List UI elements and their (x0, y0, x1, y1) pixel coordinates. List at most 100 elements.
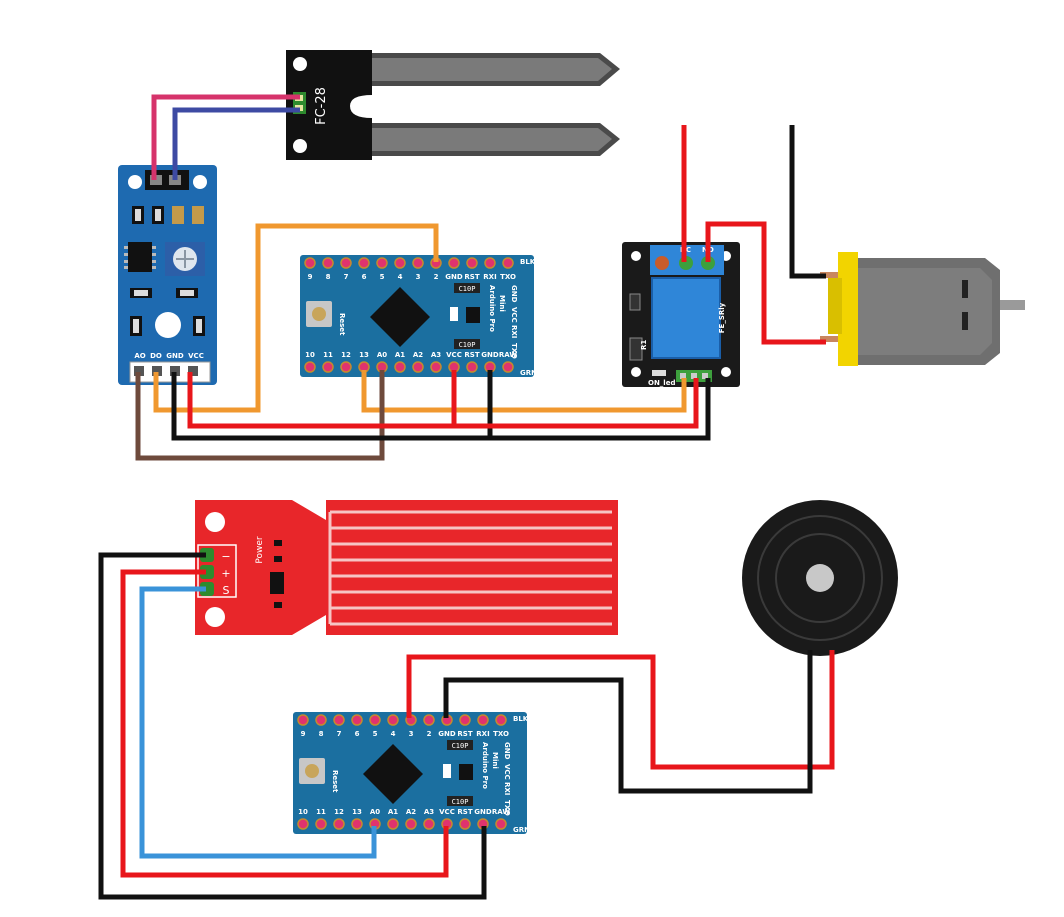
relay-resistor-label: R1 (640, 340, 648, 350)
arduino-1-top-pin-4 (376, 257, 388, 269)
arduino-2-top-pin-11 (495, 714, 507, 726)
water-pin-signal: S (223, 584, 230, 597)
arduino-2-top-pin-label-6: 3 (409, 730, 414, 738)
arduino-2-bottom-pin-11 (495, 818, 507, 830)
arduino-1-top-pin-label-2: 7 (344, 273, 349, 281)
arduino-2-top-pin-label-5: 4 (391, 730, 396, 738)
arduino-1-bottom-pin-label-3: 13 (359, 351, 369, 359)
wire-red-buzzer (406, 650, 835, 770)
arduino-2-top-pin-label-0: 9 (301, 730, 306, 738)
dc-motor (820, 252, 1025, 366)
arduino-2-bottom-pin-label-9: RST (457, 808, 472, 816)
side-pin-gnd-2: GND (503, 742, 511, 760)
arduino-2-bottom-pin-label-4: A0 (370, 808, 380, 816)
soil-pin-label-gnd: GND (166, 352, 184, 360)
right-bottom-label: GRN (520, 369, 537, 377)
wire-black-motor (789, 125, 826, 279)
arduino-2-top-pin-3 (351, 714, 363, 726)
arduino-2-bottom-pin-label-2: 12 (334, 808, 344, 816)
arduino-1-bottom-pin-5 (394, 361, 406, 373)
arduino-1-top-pin-1 (322, 257, 334, 269)
arduino-1-top-pin-0 (304, 257, 316, 269)
wire-probe-pink (151, 94, 300, 180)
arduino-2-bottom-pin-label-6: A2 (406, 808, 416, 816)
arduino-2-top-pin-1 (315, 714, 327, 726)
arduino-2-top-pin-label-7: 2 (427, 730, 432, 738)
wire-black-buzzer (443, 650, 813, 794)
arduino-1-top-pin-label-6: 3 (416, 273, 421, 281)
arduino-1-top-pin-label-1: 8 (326, 273, 331, 281)
arduino-1-top-pin-11 (502, 257, 514, 269)
wires (98, 94, 835, 900)
arduino-2-top-pin-7 (423, 714, 435, 726)
soil-sensor-module: AO DO GND VCC (118, 165, 217, 385)
arduino-1-top-pin-8 (448, 257, 460, 269)
arduino-2-bottom-pin-5 (387, 818, 399, 830)
arduino-1-top-pin-10 (484, 257, 496, 269)
arduino-2-top-pin-4 (369, 714, 381, 726)
arduino-1-top-pin-3 (358, 257, 370, 269)
right-top-label-2: BLK (513, 715, 529, 723)
relay-name: FE_SRly (718, 302, 726, 333)
arduino-1-bottom-pin-11 (502, 361, 514, 373)
water-pin-plus: + (221, 567, 230, 580)
arduino-1-bottom-pin-label-0: 10 (305, 351, 315, 359)
arduino-1-top-pin-label-9: RST (464, 273, 479, 281)
arduino-2-bottom-pin-7 (423, 818, 435, 830)
arduino-2-top-pin-label-3: 6 (355, 730, 360, 738)
wire-black-gnd (171, 372, 711, 441)
side-pin-vcc-2: VCC (503, 764, 511, 780)
arduino-2-bottom-pin-label-11: RAW (492, 808, 510, 816)
arduino-1-bottom-pin-label-11: RAW (499, 351, 517, 359)
arduino-2-top-pin-label-10: RXI (476, 730, 489, 738)
arduino-2-top-pin-label-1: 8 (319, 730, 324, 738)
arduino-1-bottom-pin-2 (340, 361, 352, 373)
cap-label-top-2: C10P (452, 742, 469, 750)
arduino-2-top-pin-label-4: 5 (373, 730, 378, 738)
water-pin-minus: − (221, 550, 230, 563)
arduino-2-top-pin-0 (297, 714, 309, 726)
arduino-1-bottom-pin-6 (412, 361, 424, 373)
arduino-2-bottom-pin-label-10: GND (474, 808, 492, 816)
right-bottom-label-2: GRN (513, 826, 530, 834)
wire-red-motor (705, 221, 826, 345)
side-pin-gnd: GND (510, 285, 518, 303)
arduino-1-bottom-pin-1 (322, 361, 334, 373)
arduino-2-top-pin-2 (333, 714, 345, 726)
arduino-1-bottom-pin-9 (466, 361, 478, 373)
arduino-1-bottom-pin-label-10: GND (481, 351, 499, 359)
arduino-1-top-pin-label-0: 9 (308, 273, 313, 281)
wire-orange-relay (361, 370, 687, 413)
arduino-1-bottom-pin-0 (304, 361, 316, 373)
cap-label-bottom: C10P (459, 341, 476, 349)
arduino-2-bottom-pin-3 (351, 818, 363, 830)
arduino-2-top-pin-label-9: RST (457, 730, 472, 738)
arduino-1-top-pin-label-10: RXI (483, 273, 496, 281)
arduino-1-top-pin-2 (340, 257, 352, 269)
arduino-2-bottom-pin-label-8: VCC (439, 808, 455, 816)
wire-red-water-vcc (120, 569, 449, 878)
arduino-2-bottom-pin-label-7: A3 (424, 808, 434, 816)
arduino-2-bottom-pin-0 (297, 818, 309, 830)
side-pin-txo-2: TXO (503, 800, 511, 816)
arduino-1-top-pin-label-4: 5 (380, 273, 385, 281)
reset-label-2: Reset (331, 770, 339, 793)
arduino-1-top-pin-9 (466, 257, 478, 269)
arduino-1-top-pin-6 (412, 257, 424, 269)
arduino-2-top-pin-10 (477, 714, 489, 726)
water-level-sensor: − + S Power (195, 500, 618, 635)
arduino-2-bottom-pin-label-5: A1 (388, 808, 398, 816)
soil-pin-label-do: DO (150, 352, 162, 360)
arduino-2-bottom-pin-9 (459, 818, 471, 830)
soil-moisture-probe: FC-28 (286, 50, 620, 160)
cap-label-bottom-2: C10P (452, 798, 469, 806)
arduino-1-bottom-pin-label-4: A0 (377, 351, 387, 359)
arduino-1-bottom-pin-label-9: RST (464, 351, 479, 359)
wire-orange-do (153, 223, 439, 413)
side-pin-rxi: RXI (510, 325, 518, 338)
